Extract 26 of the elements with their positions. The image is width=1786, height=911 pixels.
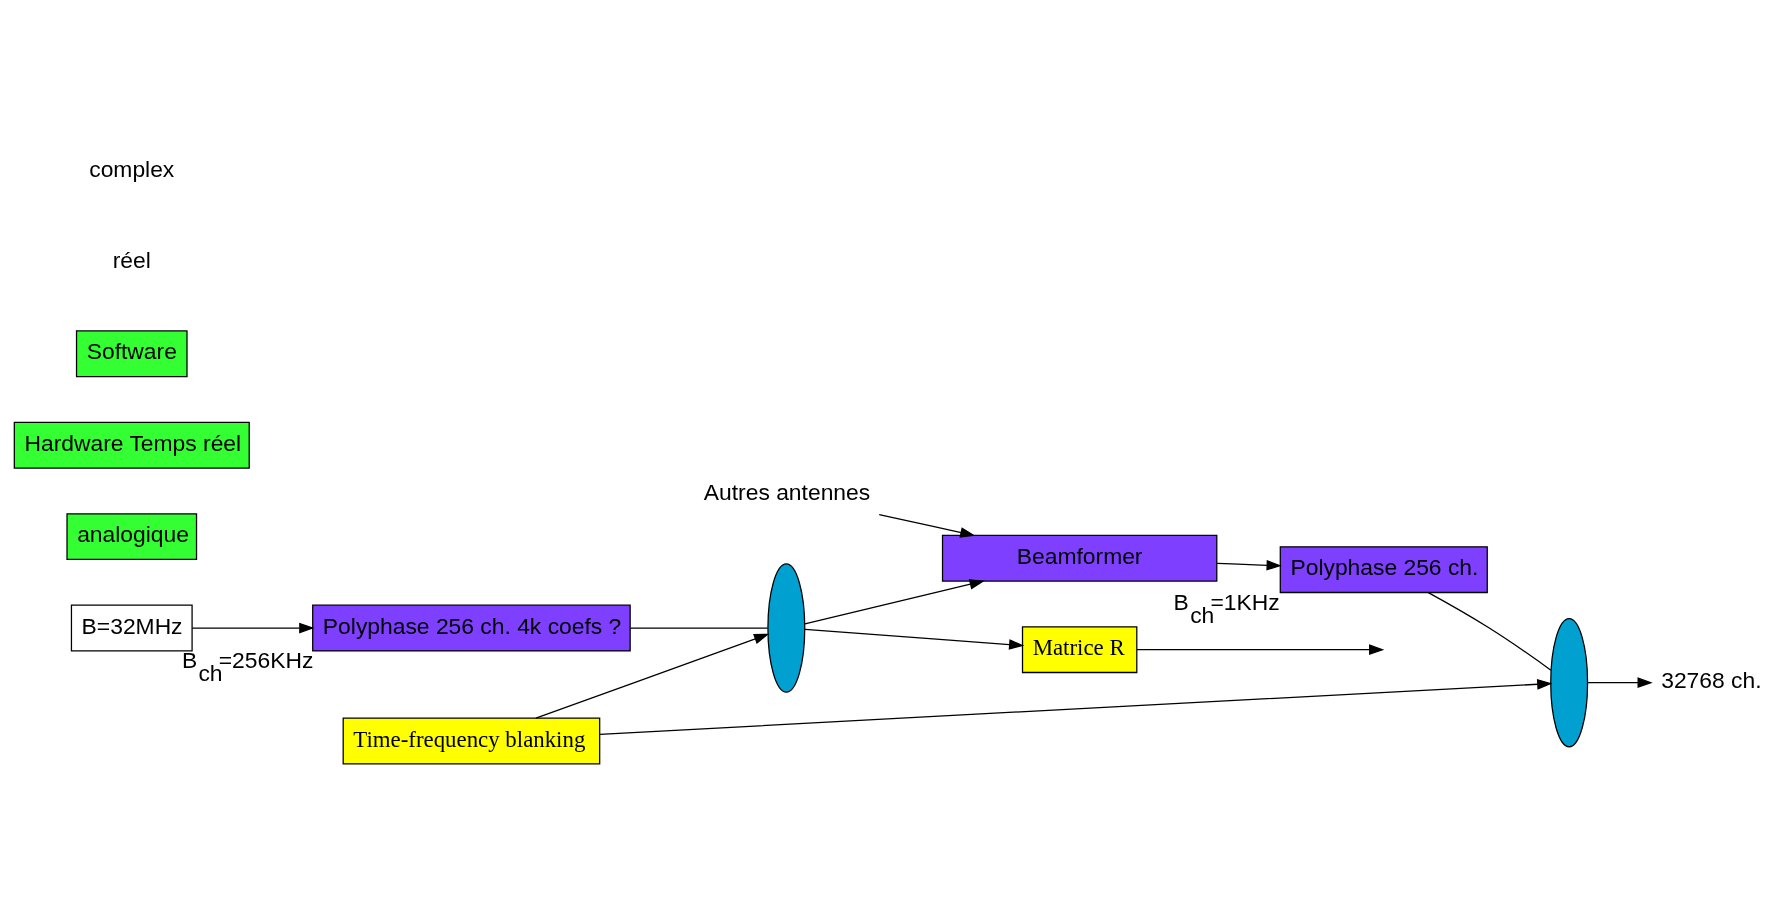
arrow [804,628,1025,650]
node-box: Polyphase 256 ch. [1279,545,1488,593]
node-box: analogique [66,512,198,560]
node-box: Software [75,329,188,377]
arrow [535,633,770,719]
node-box: Hardware Temps réel [13,421,250,469]
connector [1427,591,1552,671]
label: réel [112,246,151,273]
node-box: B=32MHz [70,604,193,652]
node-box: Polyphase 256 ch. 4k coefs ? [312,604,631,652]
node-text: Autres antennes [703,478,871,505]
label: complex [89,155,175,182]
node-box: Time-frequency blanking [342,717,601,765]
arrow [1587,676,1653,688]
arrow [1216,559,1282,571]
node-ellipse [767,562,806,693]
arrow [599,678,1553,735]
arrow [878,513,976,538]
arrow [1136,643,1385,655]
node-box: Matrice R [1021,625,1138,673]
arrow [191,622,315,633]
node-ellipse [1550,617,1589,747]
connector [629,626,769,629]
arrow [804,578,985,625]
node-box: Beamformer [941,534,1218,582]
node-text: 32768 ch. [1661,666,1762,693]
